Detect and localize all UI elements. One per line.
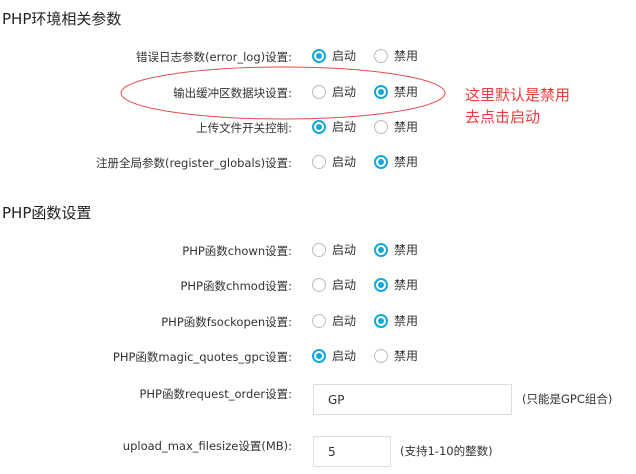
setting-row: 注册全局参数(register_globals)设置: 启动 禁用 — [0, 153, 636, 173]
setting-label: PHP函数magic_quotes_gpc设置: — [112, 350, 292, 364]
radio-enable-label: 启动 — [332, 278, 357, 292]
setting-row: PHP函数chown设置: 启动 禁用 — [0, 241, 636, 261]
radio-disable-label: 禁用 — [394, 278, 419, 292]
request-order-row: PHP函数request_order设置: GP (只能是GPC组合) — [0, 384, 636, 415]
setting-label: PHP函数chown设置: — [182, 244, 292, 258]
radio-icon[interactable] — [374, 84, 388, 99]
radio-enable[interactable]: 启动 — [312, 153, 356, 170]
radio-icon[interactable] — [312, 119, 326, 134]
section-title-php-func: PHP函数设置 — [2, 204, 92, 222]
radio-disable-label: 禁用 — [394, 314, 419, 328]
setting-label: PHP函数chmod设置: — [180, 279, 292, 293]
radio-disable[interactable]: 禁用 — [374, 347, 418, 364]
radio-icon[interactable] — [374, 277, 388, 292]
request-order-note: (只能是GPC组合) — [522, 392, 613, 406]
radio-icon[interactable] — [312, 84, 326, 99]
radio-icon[interactable] — [312, 313, 326, 328]
upload-max-row: upload_max_filesize设置(MB): 5 (支持1-10的整数) — [0, 436, 636, 467]
setting-row: 上传文件开关控制: 启动 禁用 — [0, 118, 636, 138]
radio-icon[interactable] — [312, 242, 326, 257]
radio-enable[interactable]: 启动 — [312, 241, 356, 258]
radio-enable-label: 启动 — [332, 243, 357, 257]
radio-enable-label: 启动 — [332, 349, 357, 363]
radio-disable-label: 禁用 — [394, 120, 419, 134]
radio-enable[interactable]: 启动 — [312, 83, 356, 100]
radio-disable-label: 禁用 — [394, 243, 419, 257]
radio-icon[interactable] — [374, 313, 388, 328]
setting-row: PHP函数magic_quotes_gpc设置: 启动 禁用 — [0, 347, 636, 367]
radio-icon[interactable] — [374, 348, 388, 363]
setting-row: 输出缓冲区数据块设置: 启动 禁用 — [0, 83, 636, 103]
radio-icon[interactable] — [312, 348, 326, 363]
setting-row: PHP函数fsockopen设置: 启动 禁用 — [0, 312, 636, 332]
radio-enable[interactable]: 启动 — [312, 347, 356, 364]
radio-icon[interactable] — [312, 154, 326, 169]
radio-enable-label: 启动 — [332, 49, 357, 63]
radio-disable[interactable]: 禁用 — [374, 47, 418, 64]
radio-icon[interactable] — [312, 48, 326, 63]
annotation-line1: 这里默认是禁用 — [465, 86, 571, 104]
setting-label: 上传文件开关控制: — [196, 121, 292, 135]
radio-disable-label: 禁用 — [394, 49, 419, 63]
radio-enable[interactable]: 启动 — [312, 276, 356, 293]
radio-disable[interactable]: 禁用 — [374, 153, 418, 170]
radio-disable[interactable]: 禁用 — [374, 83, 418, 100]
setting-row: PHP函数chmod设置: 启动 禁用 — [0, 276, 636, 296]
radio-disable-label: 禁用 — [394, 85, 419, 99]
radio-icon[interactable] — [374, 119, 388, 134]
upload-max-note: (支持1-10的整数) — [400, 444, 493, 458]
radio-enable-label: 启动 — [332, 314, 357, 328]
radio-icon[interactable] — [312, 277, 326, 292]
radio-disable-label: 禁用 — [394, 155, 419, 169]
radio-enable[interactable]: 启动 — [312, 47, 356, 64]
radio-disable[interactable]: 禁用 — [374, 241, 418, 258]
upload-max-input[interactable]: 5 — [313, 436, 391, 467]
radio-icon[interactable] — [374, 48, 388, 63]
setting-row: 错误日志参数(error_log)设置: 启动 禁用 — [0, 47, 636, 67]
setting-label: 注册全局参数(register_globals)设置: — [95, 156, 292, 170]
radio-icon[interactable] — [374, 154, 388, 169]
upload-max-label: upload_max_filesize设置(MB): — [122, 439, 292, 453]
radio-enable-label: 启动 — [332, 155, 357, 169]
radio-disable[interactable]: 禁用 — [374, 276, 418, 293]
radio-disable[interactable]: 禁用 — [374, 118, 418, 135]
radio-enable-label: 启动 — [332, 120, 357, 134]
setting-label: 输出缓冲区数据块设置: — [173, 86, 292, 100]
radio-enable[interactable]: 启动 — [312, 118, 356, 135]
request-order-input[interactable]: GP — [313, 384, 512, 415]
annotation-line2: 去点击启动 — [465, 108, 541, 126]
radio-enable-label: 启动 — [332, 85, 357, 99]
setting-label: 错误日志参数(error_log)设置: — [136, 50, 292, 64]
radio-disable-label: 禁用 — [394, 349, 419, 363]
radio-enable[interactable]: 启动 — [312, 312, 356, 329]
setting-label: PHP函数fsockopen设置: — [161, 315, 292, 329]
request-order-label: PHP函数request_order设置: — [139, 387, 292, 401]
radio-disable[interactable]: 禁用 — [374, 312, 418, 329]
radio-icon[interactable] — [374, 242, 388, 257]
section-title-php-env: PHP环境相关参数 — [2, 10, 122, 28]
